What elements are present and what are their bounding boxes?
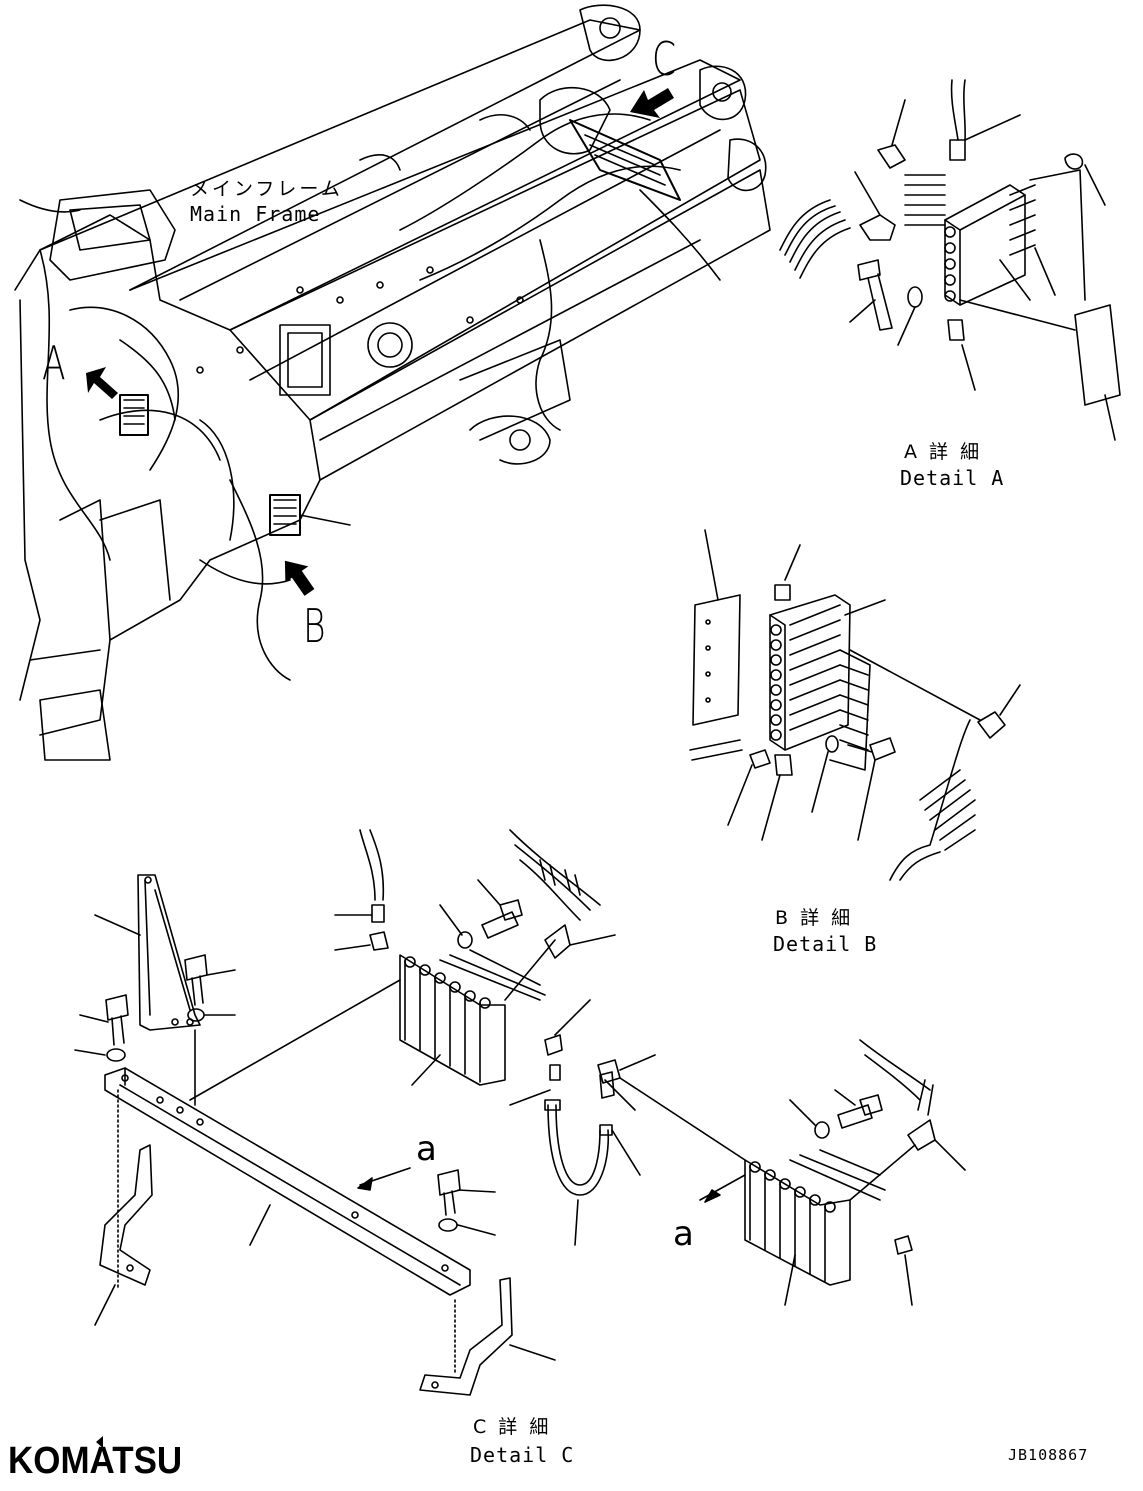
detail-a-label-en: Detail A bbox=[900, 466, 1005, 490]
detail-c-label-jp: C 詳 細 bbox=[473, 1416, 552, 1438]
detail-b-label-en: Detail B bbox=[773, 932, 878, 956]
callout-b-label: B bbox=[303, 599, 326, 653]
detail-c-label-en: Detail C bbox=[470, 1443, 575, 1467]
arrow-c bbox=[630, 88, 674, 118]
detail-b-label-jp: B 詳 細 bbox=[775, 907, 854, 929]
main-frame-assembly bbox=[14, 4, 771, 761]
callout-a-label: A bbox=[42, 336, 66, 390]
detail-a-drawing bbox=[779, 79, 1121, 441]
drawing-code: JB108867 bbox=[1008, 1446, 1089, 1464]
callout-c-label: C bbox=[652, 32, 677, 86]
detail-a-label-jp: A 詳 細 bbox=[904, 441, 983, 463]
callout-arrows bbox=[86, 88, 674, 596]
detail-c-drawing bbox=[74, 829, 966, 1396]
komatsu-logo: KOMATSU bbox=[8, 1440, 183, 1482]
view-arrow-a-label-2: a bbox=[673, 1214, 694, 1254]
view-arrow-a-label-1: a bbox=[416, 1129, 437, 1169]
arrow-a bbox=[86, 367, 118, 399]
arrow-b bbox=[284, 560, 315, 596]
main-frame-label-jp: メインフレーム bbox=[190, 178, 343, 200]
logo-mark bbox=[96, 1436, 103, 1448]
main-frame-label-en: Main Frame bbox=[190, 202, 321, 226]
detail-b-drawing bbox=[689, 529, 1021, 881]
